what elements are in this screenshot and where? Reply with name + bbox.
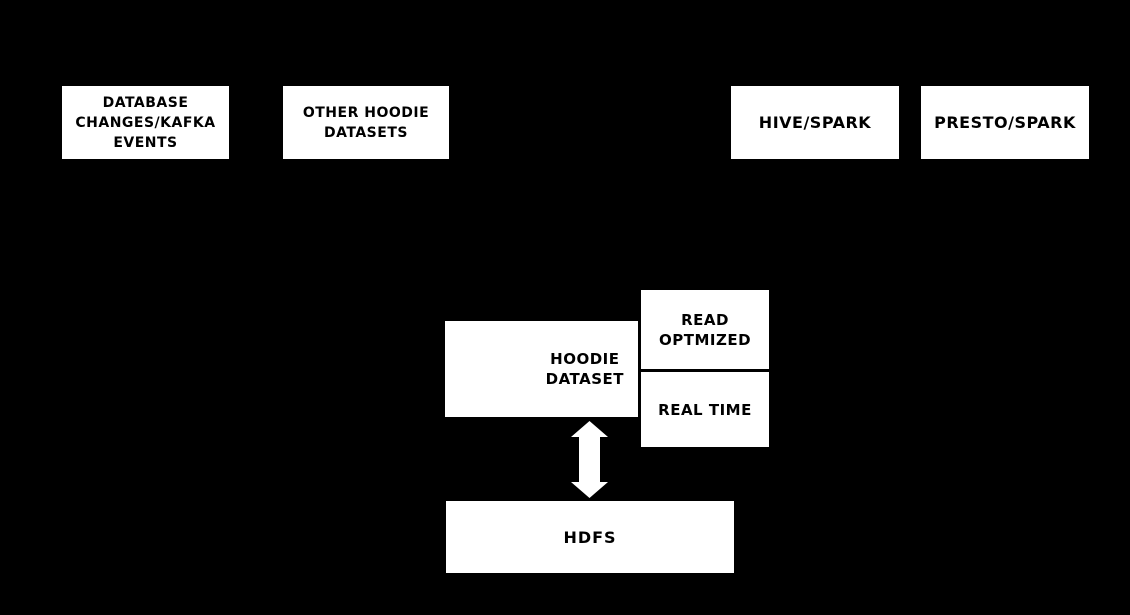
bidirectional-vertical-arrow-icon bbox=[571, 421, 608, 498]
node-presto-spark: PRESTO/SPARK bbox=[921, 86, 1089, 159]
node-hdfs: HDFS bbox=[446, 501, 734, 573]
node-database-changes-kafka-events: DATABASE CHANGES/KAFKA EVENTS bbox=[62, 86, 229, 159]
node-hdfs-label: HDFS bbox=[563, 527, 617, 547]
node-hive-spark-label: HIVE/SPARK bbox=[758, 113, 872, 132]
node-real-time-view: REAL TIME bbox=[641, 372, 769, 447]
node-real-time-view-label: REAL TIME bbox=[658, 400, 752, 419]
node-read-optimized-view-label: READ OPTMIZED bbox=[658, 310, 752, 349]
node-read-optimized-view: READ OPTMIZED bbox=[641, 290, 769, 369]
node-other-hoodie-datasets-label: OTHER HOODIE DATASETS bbox=[302, 104, 430, 141]
node-hoodie-dataset: HOODIE DATASET bbox=[445, 321, 638, 417]
node-presto-spark-label: PRESTO/SPARK bbox=[934, 113, 1076, 132]
node-hive-spark: HIVE/SPARK bbox=[731, 86, 899, 159]
node-hoodie-dataset-label: HOODIE DATASET bbox=[545, 350, 624, 388]
node-other-hoodie-datasets: OTHER HOODIE DATASETS bbox=[283, 86, 449, 159]
node-database-changes-kafka-events-label: DATABASE CHANGES/KAFKA EVENTS bbox=[75, 94, 216, 151]
